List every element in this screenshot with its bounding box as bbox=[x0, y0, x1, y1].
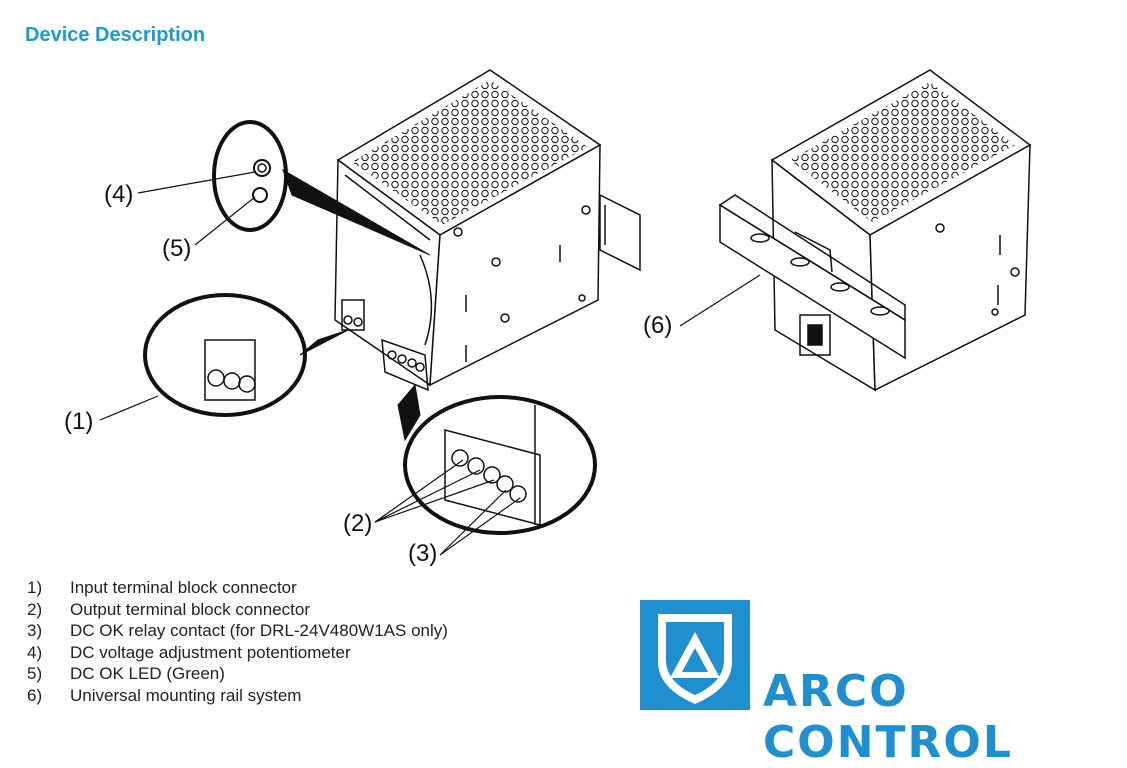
legend-item: 2) Output terminal block connector bbox=[27, 599, 448, 621]
legend-text: Input terminal block connector bbox=[70, 578, 297, 597]
legend-text: DC voltage adjustment potentiometer bbox=[70, 642, 351, 662]
section-title: Device Description bbox=[25, 24, 206, 46]
callout-5: (5) bbox=[162, 235, 192, 262]
device-illustration bbox=[99, 69, 1032, 556]
legend-text: DC OK LED (Green) bbox=[70, 664, 225, 683]
callout-4: (4) bbox=[104, 181, 134, 208]
legend-number: 2) bbox=[27, 599, 43, 619]
legend-item: 5) DC OK LED (Green) bbox=[27, 663, 448, 685]
legend-number: 6) bbox=[27, 685, 43, 705]
arco-logo-icon bbox=[640, 600, 750, 710]
callout-6: (6) bbox=[643, 312, 673, 339]
legend-list: 1) Input terminal block connector 2) Outpu… bbox=[27, 577, 448, 706]
legend-number: 5) bbox=[27, 664, 43, 683]
legend-item: 3) DC OK relay contact (for DRL-24V480W1A… bbox=[27, 620, 448, 642]
legend-item: 6) Universal mounting rail system bbox=[27, 685, 448, 707]
callout-1: (1) bbox=[64, 408, 94, 435]
legend-text: DC OK relay contact (for DRL-24V480W1AS … bbox=[70, 621, 448, 640]
callout-3: (3) bbox=[408, 540, 438, 567]
callout-2: (2) bbox=[343, 510, 373, 537]
power-supply-rear-view bbox=[679, 69, 1032, 392]
legend-number: 3) bbox=[27, 621, 43, 640]
legend-item: 4) DC voltage adjustment potentiometer bbox=[27, 642, 448, 664]
zoom-bubble-output-terminal bbox=[374, 383, 597, 556]
legend-number: 1) bbox=[27, 578, 43, 597]
zoom-bubble-input-terminal bbox=[99, 293, 349, 421]
legend-text: Output terminal block connector bbox=[70, 599, 311, 619]
legend-text: Universal mounting rail system bbox=[70, 685, 302, 705]
arco-logo-text: ARCO CONTROL bbox=[763, 666, 1013, 768]
legend-item: 1) Input terminal block connector bbox=[27, 577, 448, 599]
zoom-bubble-adjust-led bbox=[137, 120, 431, 256]
legend-number: 4) bbox=[27, 642, 43, 662]
